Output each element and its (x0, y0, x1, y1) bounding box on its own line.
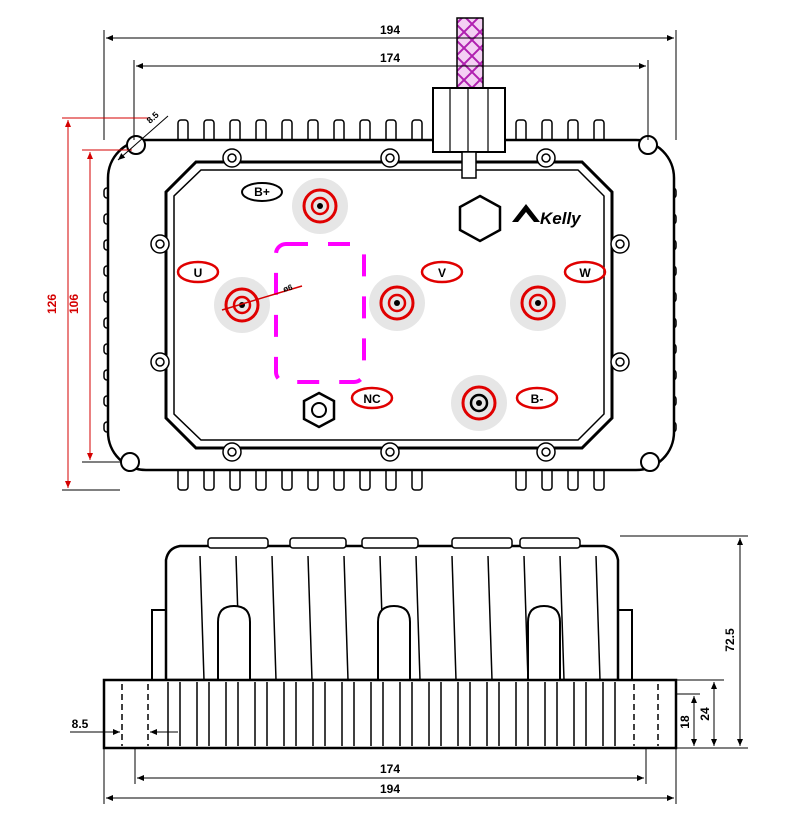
svg-text:126: 126 (45, 294, 59, 314)
side-fin-line (451, 555, 457, 681)
screw-boss-hole (385, 153, 395, 163)
gland-body (432, 87, 506, 153)
terminal-label-nc: NC (350, 386, 394, 410)
screw-boss-hole (615, 357, 625, 367)
side-base (102, 678, 678, 750)
terminal-b-plus-post (292, 178, 348, 234)
u-slot (527, 604, 561, 680)
dim-overall-height: 126 (45, 117, 150, 491)
svg-text:174: 174 (380, 51, 400, 65)
housing-lid-inner (173, 169, 605, 441)
side-base-fins (167, 682, 616, 746)
terminal-label-u: U (176, 260, 220, 284)
vent-hexagon (458, 194, 502, 243)
top-bump (451, 537, 513, 549)
svg-text:B-: B- (531, 392, 544, 406)
dim-hole-height: 106 (67, 149, 132, 463)
terminal-label-v: V (420, 260, 464, 284)
terminal-dia-label: ø6 (282, 283, 294, 294)
svg-text:174: 174 (380, 762, 400, 776)
callout-dashed-box (274, 242, 366, 384)
top-view: Kelly (45, 17, 677, 491)
top-bump (289, 537, 347, 549)
brand-name: Kelly (540, 209, 582, 228)
dim-flange-height: 18 (676, 693, 700, 746)
screw-boss-hole (541, 447, 551, 457)
side-top-bumps (207, 537, 581, 549)
screw-boss-hole (385, 447, 395, 457)
top-bump (207, 537, 269, 549)
terminal-label-w: W (563, 260, 607, 284)
screw-boss-hole (155, 357, 165, 367)
svg-text:W: W (579, 266, 591, 280)
terminal-w-post (510, 275, 566, 331)
side-fin-line (343, 555, 349, 681)
svg-text:106: 106 (67, 294, 81, 314)
side-fin-line (415, 555, 421, 681)
screw-boss-hole (541, 153, 551, 163)
top-bump (361, 537, 419, 549)
terminal-v-post (369, 275, 425, 331)
mount-hole-br (640, 452, 660, 472)
dim-overall-width: 194 (103, 23, 677, 140)
svg-text:NC: NC (363, 392, 381, 406)
terminal-u-post (214, 277, 270, 333)
svg-text:194: 194 (380, 23, 400, 37)
svg-text:V: V (438, 266, 446, 280)
side-fin-line (595, 555, 601, 681)
side-fin-line (307, 555, 313, 681)
kelly-logo: Kelly (512, 204, 582, 228)
terminal-b-minus-post (451, 375, 507, 431)
svg-text:8.5: 8.5 (145, 110, 161, 126)
dim-side-hole-spacing: 174 (134, 748, 647, 784)
cable-gland (432, 17, 506, 179)
nc-nut (302, 391, 336, 429)
screw-boss-hole (615, 239, 625, 249)
screw-boss-hole (227, 153, 237, 163)
u-slot (217, 604, 251, 680)
side-fin-line (559, 555, 565, 681)
terminal-label-b-plus: B+ (241, 182, 283, 202)
side-view: 72.5 24 18 8.5 174 (70, 535, 748, 804)
cable (456, 17, 484, 91)
side-mount-holes (121, 684, 659, 746)
terminal-dia-leader (221, 285, 303, 311)
dim-total-height: 72.5 (620, 535, 748, 749)
screw-boss-hole (227, 447, 237, 457)
dim-side-overall-width: 194 (103, 748, 677, 804)
screw-boss-hole (155, 239, 165, 249)
top-bump (519, 537, 581, 549)
svg-text:B+: B+ (254, 185, 270, 199)
terminal-label-b-minus: B- (515, 386, 559, 410)
side-fin-line (199, 555, 205, 681)
dim-side-hole: 8.5 (70, 717, 178, 735)
side-fin-line (487, 555, 493, 681)
screw-bosses (150, 148, 630, 462)
svg-text:8.5: 8.5 (72, 717, 89, 731)
side-slots (217, 604, 561, 680)
svg-text:24: 24 (698, 707, 712, 721)
u-slot (377, 604, 411, 680)
dim-base-height: 24 (676, 679, 724, 746)
svg-text:194: 194 (380, 782, 400, 796)
mount-hole-bl (120, 452, 140, 472)
side-fin-line (271, 555, 277, 681)
svg-text:18: 18 (678, 715, 692, 729)
svg-text:72.5: 72.5 (723, 628, 737, 652)
dim-hole-spacing: 174 (133, 51, 649, 140)
svg-text:U: U (194, 266, 203, 280)
